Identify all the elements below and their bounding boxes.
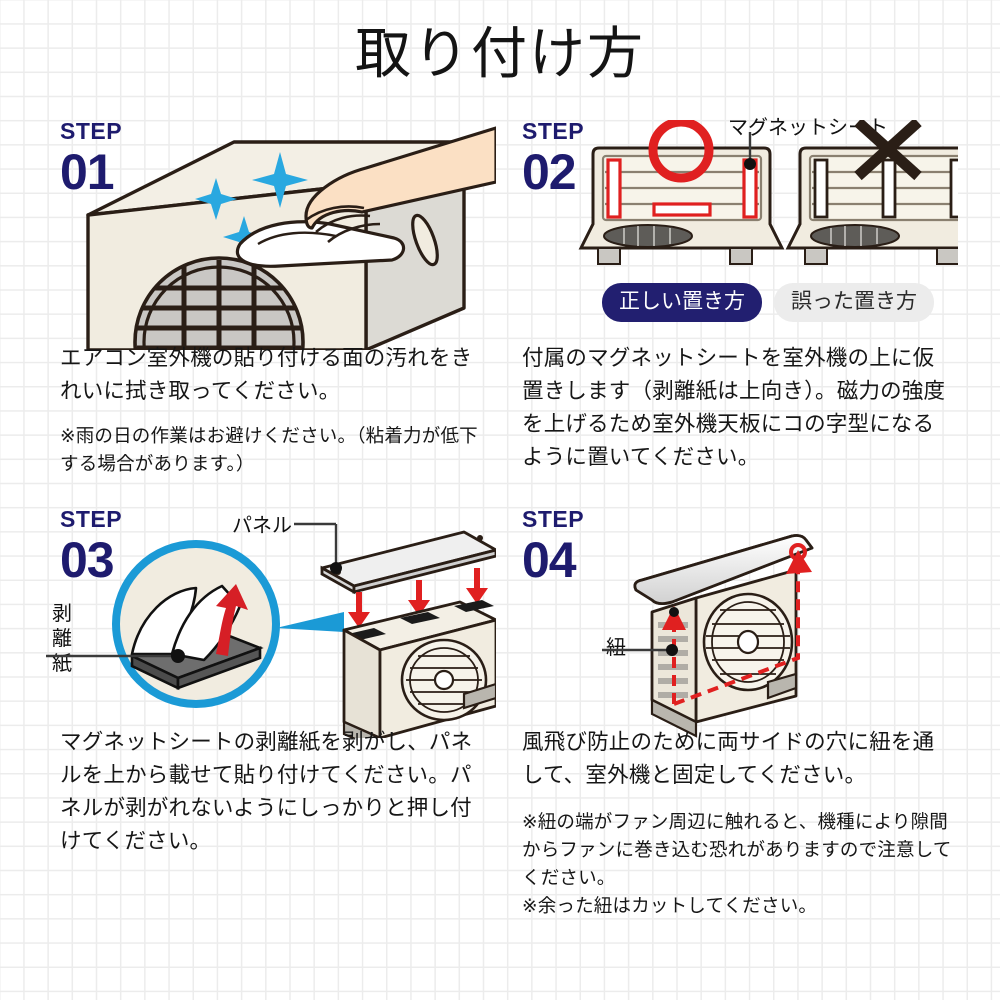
step-word-label: STEP (522, 118, 585, 144)
page-title: 取り付け方 (355, 22, 645, 85)
release-paper-peel-illustration (46, 522, 496, 738)
step-badge-01: STEP 01 (60, 118, 123, 200)
step-word-label: STEP (60, 506, 123, 532)
callout-magnet-sheet: マグネットシート (728, 117, 888, 139)
panel-plate (320, 530, 496, 595)
callout-panel: パネル (232, 515, 292, 537)
circle-mark-icon (648, 120, 714, 183)
callout-dot (330, 562, 342, 574)
step-badge-02: STEP 02 (522, 118, 585, 200)
step-body-text-04: 風飛び防止のために両サイドの穴に紐を通して、室外機と固定してください。 (522, 730, 935, 787)
string-hole-right (789, 543, 807, 561)
step-number-label: 02 (522, 144, 577, 200)
outdoor-unit-wipe-illustration (86, 126, 496, 350)
callout-dot (744, 158, 756, 170)
step-card-04: STEP 04 紐 (506, 508, 958, 963)
step-number-label: 01 (60, 144, 115, 200)
badge-correct-placement: 正しい置き方 (602, 283, 762, 322)
step-note-text-01: ※雨の日の作業はお避けください。（粘着力が低下する場合があります。） (60, 425, 478, 474)
cross-mark-icon (854, 120, 922, 181)
outdoor-unit-iso (342, 600, 496, 738)
magnet-sheet-shapes-wrong (813, 158, 958, 219)
step-word-label: STEP (522, 506, 585, 532)
callout-release-paper: 剥離紙 (52, 603, 72, 675)
installed-panel (633, 534, 814, 605)
callout-dot (666, 644, 678, 656)
step-badge-04: STEP 04 (522, 506, 585, 588)
unit-top-view-correct (578, 146, 785, 265)
magnet-sheet-placement-illustration (578, 120, 958, 265)
string-hole-left (669, 607, 679, 617)
step-card-02: STEP 02 マグネットシート (506, 117, 958, 500)
callout-dot (171, 649, 185, 663)
step-card-03: STEP 03 パネル 剥離紙 (44, 508, 496, 963)
step-body-text-02: 付属のマグネットシートを室外機の上に仮置きします（剥離紙は上向き）。磁力の強度を… (522, 346, 946, 469)
badge-wrong-placement: 誤った置き方 (774, 283, 934, 322)
step-number-label: 04 (522, 532, 577, 588)
step-card-01: STEP 01 (44, 120, 496, 500)
step-word-label: STEP (60, 118, 123, 144)
sparkle-icons (195, 152, 308, 258)
placement-badge-group: 正しい置き方 誤った置き方 (602, 283, 934, 322)
step-body-text-03: マグネットシートの剥離紙を剥がし、パネルを上から載せて貼り付けてください。パネル… (60, 730, 473, 853)
string-fixing-illustration (602, 534, 814, 738)
step-note-text-04: ※紐の端がファン周辺に触れると、機種により隙間からファンに巻き込む恐れがあります… (522, 811, 952, 916)
string-path (672, 564, 800, 706)
string-arrow-icons (662, 550, 812, 630)
peel-arrow-icon (216, 584, 248, 656)
down-arrow-icons (348, 568, 488, 628)
callout-string: 紐 (606, 637, 626, 659)
step-badge-03: STEP 03 (60, 506, 123, 588)
step-number-label: 03 (60, 532, 115, 588)
step-body-text-01: エアコン室外機の貼り付ける面の汚れをきれいに拭き取ってください。 (60, 346, 473, 403)
